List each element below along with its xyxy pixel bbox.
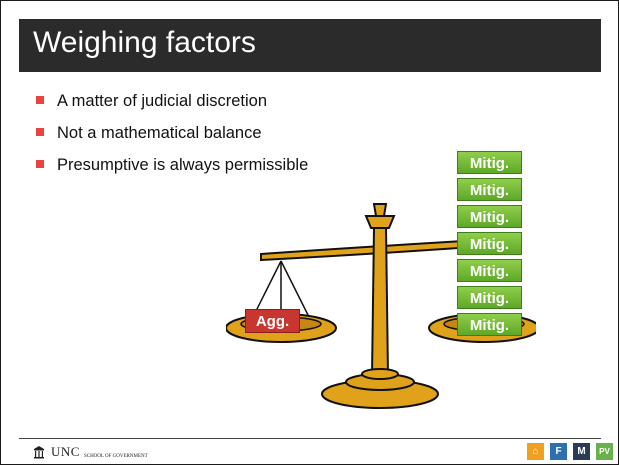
- logo-text: UNC: [51, 444, 80, 459]
- bullet-text: A matter of judicial discretion: [57, 92, 268, 110]
- m-button[interactable]: M: [573, 443, 590, 460]
- bullet-item: Presumptive is always permissible: [33, 155, 308, 187]
- mitig-block: Mitig.: [457, 313, 522, 336]
- footer-divider: [19, 438, 601, 439]
- mitig-stack: Mitig. Mitig. Mitig. Mitig. Mitig. Mitig…: [457, 151, 522, 340]
- mitig-block: Mitig.: [457, 232, 522, 255]
- home-button[interactable]: ⌂: [527, 443, 544, 460]
- unc-logo: UNC SCHOOL OF GOVERNMENT: [33, 444, 148, 460]
- bullet-item: A matter of judicial discretion: [33, 91, 308, 123]
- slide-title: Weighing factors: [33, 26, 256, 59]
- bullet-text: Presumptive is always permissible: [57, 156, 309, 174]
- agg-block: Agg.: [245, 309, 300, 333]
- mitig-block: Mitig.: [457, 151, 522, 174]
- title-bar: Weighing factors: [19, 19, 601, 72]
- bullet-list: A matter of judicial discretion Not a ma…: [33, 91, 308, 187]
- bullet-square-icon: [36, 96, 44, 104]
- old-well-icon: [34, 446, 44, 459]
- mitig-block: Mitig.: [457, 205, 522, 228]
- pv-button[interactable]: PV: [596, 443, 613, 460]
- mitig-block: Mitig.: [457, 178, 522, 201]
- f-button[interactable]: F: [550, 443, 567, 460]
- bullet-square-icon: [36, 160, 44, 168]
- mitig-block: Mitig.: [457, 259, 522, 282]
- mitig-block: Mitig.: [457, 286, 522, 309]
- logo-subtext: SCHOOL OF GOVERNMENT: [83, 453, 148, 459]
- bullet-item: Not a mathematical balance: [33, 123, 308, 155]
- bullet-square-icon: [36, 128, 44, 136]
- bullet-text: Not a mathematical balance: [57, 124, 262, 142]
